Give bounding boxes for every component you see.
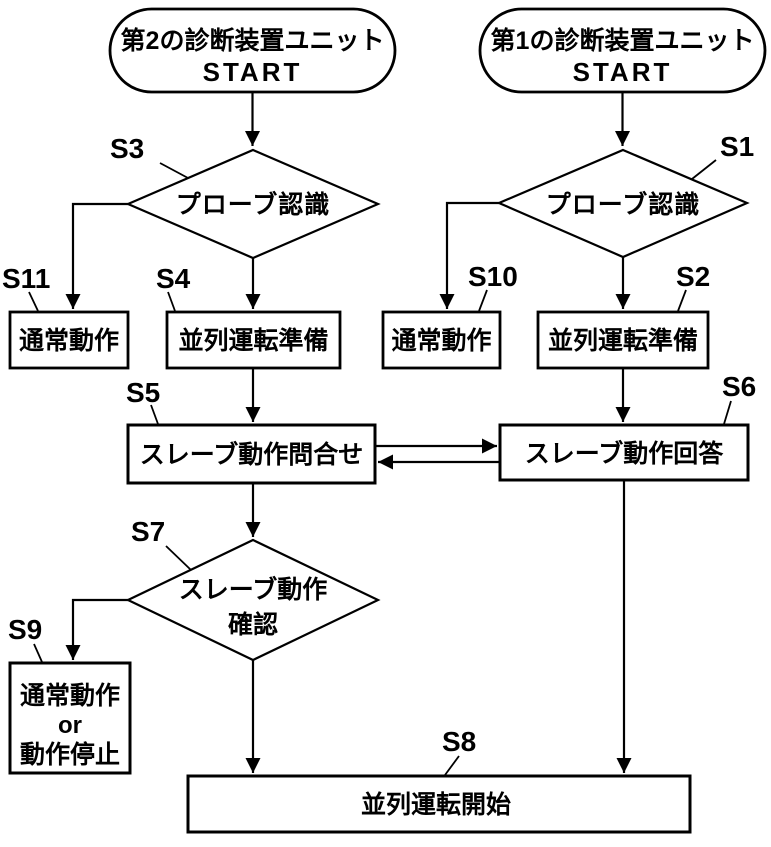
terminal-right-start: START <box>573 57 673 87</box>
terminal-left-title: 第2の診断装置ユニット <box>121 26 385 55</box>
step-label-s8: S8 <box>442 726 476 757</box>
leader-s8 <box>444 755 460 776</box>
arrow-s3-to-s11 <box>65 202 128 309</box>
step-label-s2: S2 <box>676 261 710 292</box>
process-s6-text: スレーブ動作回答 <box>525 439 725 468</box>
decision-s3 <box>125 148 381 260</box>
process-s6 <box>498 423 750 482</box>
decision-s1-text: プローブ認識 <box>546 190 701 219</box>
process-s4-text: 並列運転準備 <box>178 326 328 355</box>
step-label-s9: S9 <box>8 614 42 645</box>
process-s5-text: スレーブ動作問合せ <box>140 440 364 469</box>
terminal-left-start: START <box>203 57 303 87</box>
decision-s7 <box>125 538 381 662</box>
process-s10-text: 通常動作 <box>391 327 491 355</box>
step-label-s6: S6 <box>722 371 756 402</box>
leader-s5 <box>150 404 159 425</box>
process-s9-line3: 動作停止 <box>20 740 120 769</box>
terminal-right <box>478 7 767 94</box>
arrow-s7-to-s9 <box>65 598 128 660</box>
leader-s11 <box>28 291 39 312</box>
step-label-s4: S4 <box>156 263 191 294</box>
process-s9-line2: or <box>58 712 82 739</box>
process-s9-line1: 通常動作 <box>20 682 120 710</box>
leader-s3 <box>159 162 189 179</box>
step-label-s1: S1 <box>720 131 754 162</box>
step-label-s3: S3 <box>110 133 144 164</box>
step-label-s7: S7 <box>131 516 165 547</box>
step-label-s10: S10 <box>468 261 518 292</box>
leader-s1 <box>691 159 717 180</box>
leader-s10 <box>478 289 488 312</box>
process-s2-text: 並列運転準備 <box>548 326 698 355</box>
decision-s1 <box>496 148 750 259</box>
arrow-s1-to-s10 <box>439 201 499 309</box>
leader-s2 <box>677 289 687 312</box>
step-label-s11: S11 <box>2 263 50 294</box>
leader-s4 <box>167 291 176 312</box>
terminal-left <box>108 7 397 94</box>
leader-s9 <box>33 643 43 663</box>
process-s4 <box>165 310 342 370</box>
process-s9 <box>8 661 132 775</box>
terminal-right-title: 第1の診断装置ユニット <box>491 26 755 55</box>
decision-s7-line2: 確認 <box>228 610 278 639</box>
process-s11 <box>8 310 130 370</box>
decision-s7-line1: スレーブ動作 <box>179 575 328 604</box>
process-s8-text: 並列運転開始 <box>361 791 511 819</box>
leader-s7 <box>165 545 192 571</box>
decision-s3-text: プローブ認識 <box>176 190 331 219</box>
step-label-s5: S5 <box>126 377 160 408</box>
process-s5 <box>126 423 377 485</box>
process-s11-text: 通常動作 <box>19 327 119 355</box>
process-s10 <box>381 310 502 370</box>
leader-s6 <box>723 400 732 425</box>
process-s8 <box>186 774 692 834</box>
process-s2 <box>536 310 710 370</box>
